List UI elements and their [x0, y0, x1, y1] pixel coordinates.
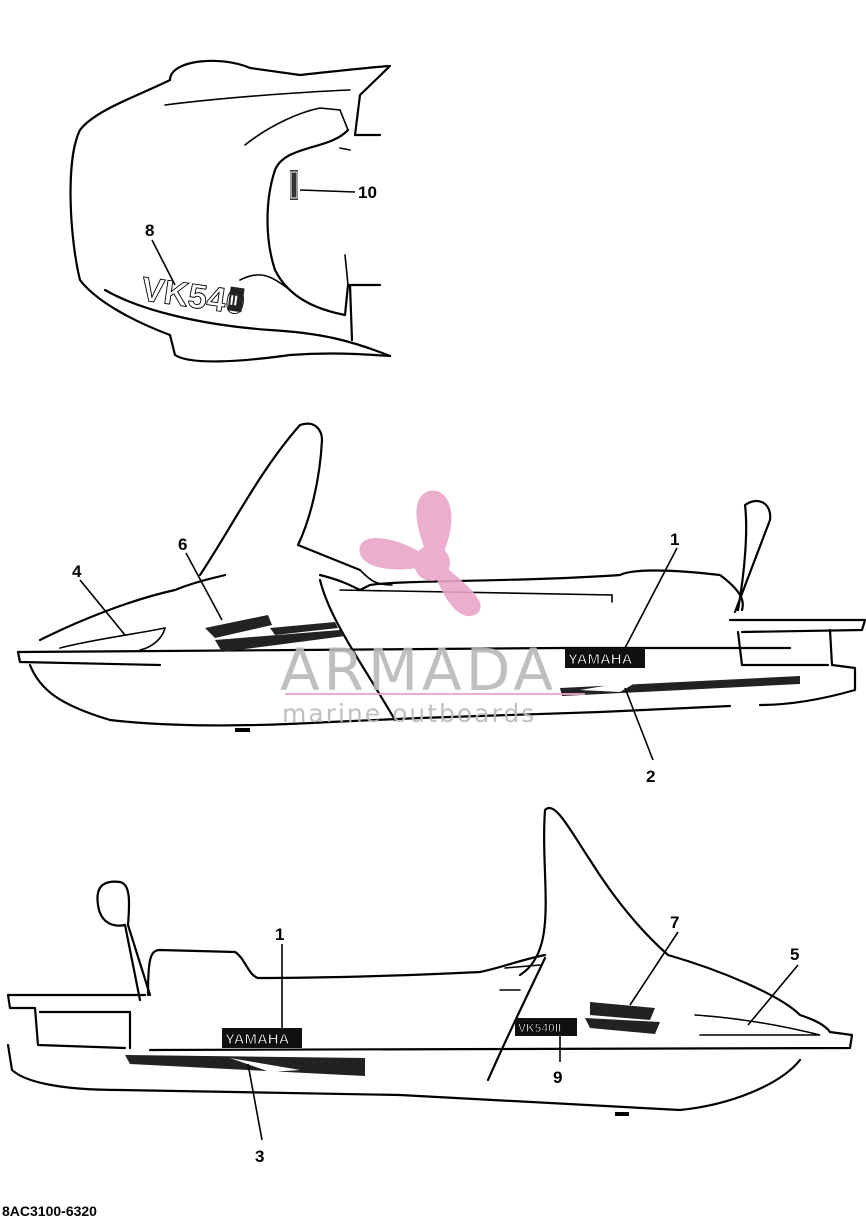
snowmobile-side-view-lower: [6, 807, 854, 1116]
snowmobile-side-view-upper: [16, 422, 866, 732]
decal-model-side-text: VK540II: [518, 1021, 561, 1035]
decal-model-side: VK540II: [515, 1018, 577, 1036]
decal-brand-lower: YAMAHA: [222, 1028, 302, 1048]
callout-5[interactable]: 5: [790, 945, 799, 964]
hood-front-view: [69, 59, 392, 363]
decal-model-hood: VK540 II: [138, 270, 247, 323]
callout-7[interactable]: 7: [670, 913, 679, 932]
decal-brand-lower-text: YAMAHA: [225, 1031, 290, 1048]
decal-brand-upper: YAMAHA: [565, 648, 645, 668]
propeller-logo-icon: [359, 490, 481, 616]
decal-model-hood-suffix: II: [229, 292, 239, 309]
callout-4[interactable]: 4: [72, 562, 82, 581]
reference-code: 8AC3100-6320: [2, 1203, 97, 1218]
callout-1-upper[interactable]: 1: [670, 530, 679, 549]
watermark-tagline: marine outboards: [282, 699, 536, 728]
watermark-brand: ARMADA: [280, 636, 557, 704]
callout-2[interactable]: 2: [646, 767, 655, 786]
decal-brand-upper-text: YAMAHA: [568, 651, 633, 668]
callout-10[interactable]: 10: [358, 183, 377, 202]
watermark: ARMADA marine outboards: [280, 490, 585, 728]
callout-8[interactable]: 8: [145, 221, 154, 240]
callout-1-lower[interactable]: 1: [275, 925, 284, 944]
callout-9[interactable]: 9: [553, 1068, 562, 1087]
callout-6[interactable]: 6: [178, 535, 187, 554]
callout-3[interactable]: 3: [255, 1147, 264, 1166]
